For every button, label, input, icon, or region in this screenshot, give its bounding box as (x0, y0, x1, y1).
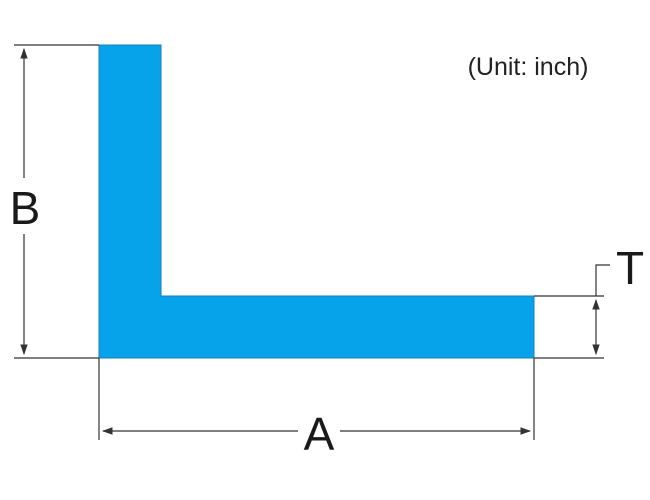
t-label: T (616, 242, 644, 294)
a-label: A (304, 408, 335, 460)
b-label: B (10, 182, 41, 234)
a-label-background (298, 408, 340, 460)
dimension-a: A (98, 358, 535, 460)
dimension-b: B (8, 44, 99, 359)
unit-note: (Unit: inch) (468, 53, 589, 81)
b-label-background (8, 178, 42, 234)
angle-profile-shape (98, 44, 535, 359)
t-leader-line (595, 264, 610, 296)
dimension-t: T (534, 242, 644, 359)
